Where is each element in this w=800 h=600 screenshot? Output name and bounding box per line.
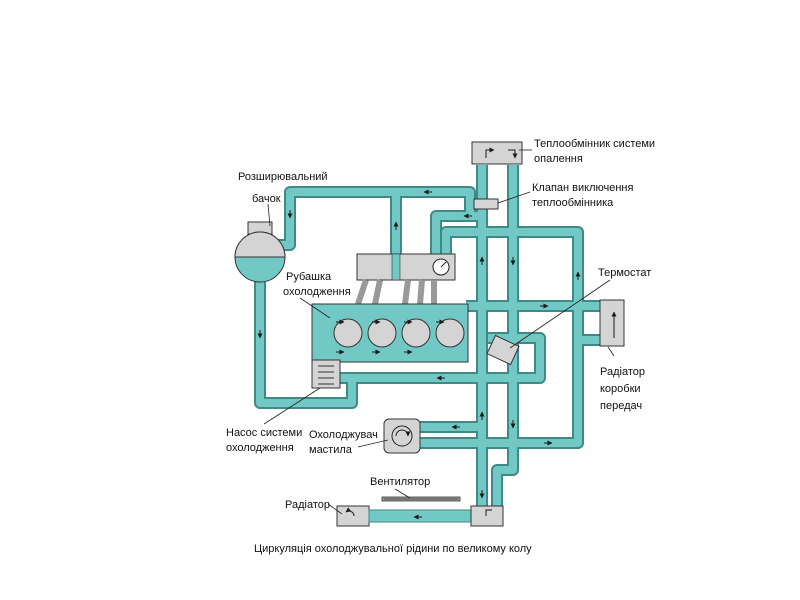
expansion-tank	[234, 221, 286, 283]
diagram-caption: Циркуляція охолоджувальної рідини по вел…	[254, 543, 532, 555]
oil-cooler	[383, 418, 421, 454]
label-cooling-jacket: Рубашка охолодження	[283, 271, 351, 298]
label-radiator: Радіатор	[285, 499, 330, 511]
heater-core	[471, 141, 523, 165]
label-expansion-tank: Розширювальний бачок	[238, 171, 331, 205]
label-valve: Клапан виключення теплообмінника	[532, 182, 637, 209]
cylinder-head	[356, 253, 456, 281]
main-radiator	[336, 505, 504, 527]
cooling-jacket	[311, 303, 469, 363]
thermostat	[486, 334, 520, 366]
label-water-pump: Насос системи охолодження	[226, 427, 305, 454]
heater-valve	[473, 198, 499, 210]
gearbox-radiator	[599, 299, 625, 347]
label-thermostat: Термостат	[598, 267, 651, 279]
flow-arrows	[257, 189, 581, 520]
intake-runners	[355, 279, 437, 305]
water-pump	[311, 359, 341, 389]
label-oil-cooler: Охолоджувач мастила	[309, 429, 381, 456]
label-fan: Вентилятор	[370, 476, 430, 488]
leader-lines	[263, 149, 615, 515]
label-heater-core: Теплообмінник системи опалення	[534, 138, 658, 165]
fan	[381, 496, 461, 502]
label-gearbox-radiator: Радіатор коробки передач	[600, 366, 648, 412]
